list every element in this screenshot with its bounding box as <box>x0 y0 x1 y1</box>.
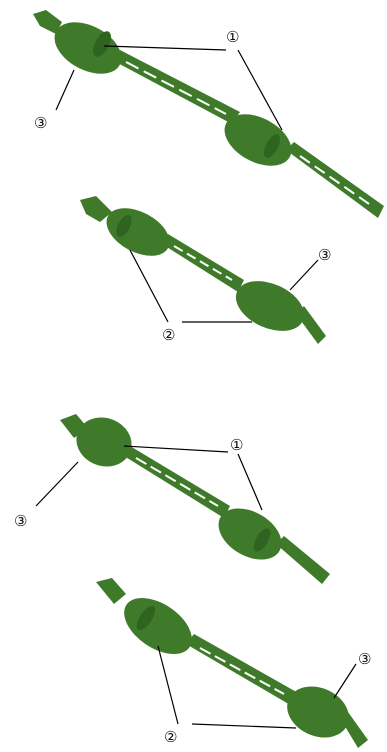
shaft-a-tube <box>112 50 240 124</box>
drive-shaft-a: ① ③ <box>33 10 384 218</box>
shaft-b-right-boot <box>235 281 305 331</box>
drive-shaft-c: ① ③ <box>14 414 330 584</box>
shaft-d-end-stub <box>96 578 126 604</box>
shaft-b-leader-3 <box>289 259 319 291</box>
shaft-c-callout-1: ① <box>230 436 243 454</box>
shaft-d-tube-highlight <box>199 647 285 695</box>
shaft-c-left-boot <box>76 417 132 467</box>
shaft-a-leader-1a <box>103 45 227 51</box>
drive-shaft-b: ② ③ <box>80 196 331 344</box>
shaft-c-leader-1a <box>123 445 229 453</box>
shaft-a-outer-highlight <box>299 155 373 207</box>
shaft-c-tube <box>124 446 230 518</box>
shaft-c-outer-stub <box>276 536 330 584</box>
shaft-d-leader-3 <box>333 663 357 699</box>
shaft-d-callout-2: ② <box>164 728 177 746</box>
shaft-d-leader-2b <box>191 723 297 729</box>
shaft-a-tube-highlight <box>125 61 227 115</box>
shaft-c-right-boot-ridge <box>253 528 271 552</box>
shaft-d-left-boot <box>124 597 192 655</box>
shaft-c-leader-1b <box>237 453 263 511</box>
shaft-b-callout-2: ② <box>162 326 175 344</box>
shaft-c-callout-3: ③ <box>14 512 27 530</box>
shaft-d-right-boot <box>287 686 349 738</box>
shaft-d-callout-3: ③ <box>358 650 371 668</box>
shaft-a-callout-3: ③ <box>34 114 47 132</box>
shaft-d-tube <box>186 634 300 706</box>
shaft-b-leader-2a <box>129 249 169 323</box>
shaft-c-right-boot <box>218 508 282 560</box>
shaft-b-end-stub <box>80 196 112 222</box>
shaft-a-leader-1b <box>237 49 283 131</box>
drive-shaft-d: ② ③ <box>96 578 371 748</box>
shaft-a-leader-3 <box>55 69 75 111</box>
shaft-d-left-boot-ridge <box>136 605 156 631</box>
shaft-b-left-boot <box>106 208 170 256</box>
shaft-a-callout-1: ① <box>226 28 239 46</box>
shaft-a-left-boot-ridge <box>92 31 112 57</box>
shaft-b-tube-highlight <box>173 245 233 281</box>
shaft-d-leader-2a <box>157 645 179 725</box>
shaft-c-tube-highlight <box>135 457 219 507</box>
shaft-a-right-boot-ridge <box>263 134 281 158</box>
shaft-a-end-stub <box>33 10 62 34</box>
shaft-a-right-boot <box>224 114 292 166</box>
shaft-d-outer-stub <box>340 712 368 748</box>
shaft-c-leader-3 <box>35 461 79 507</box>
shaft-b-callout-3: ③ <box>318 246 331 264</box>
shaft-b-left-boot-ridge <box>116 215 132 237</box>
shaft-b-outer-stub <box>296 306 326 344</box>
